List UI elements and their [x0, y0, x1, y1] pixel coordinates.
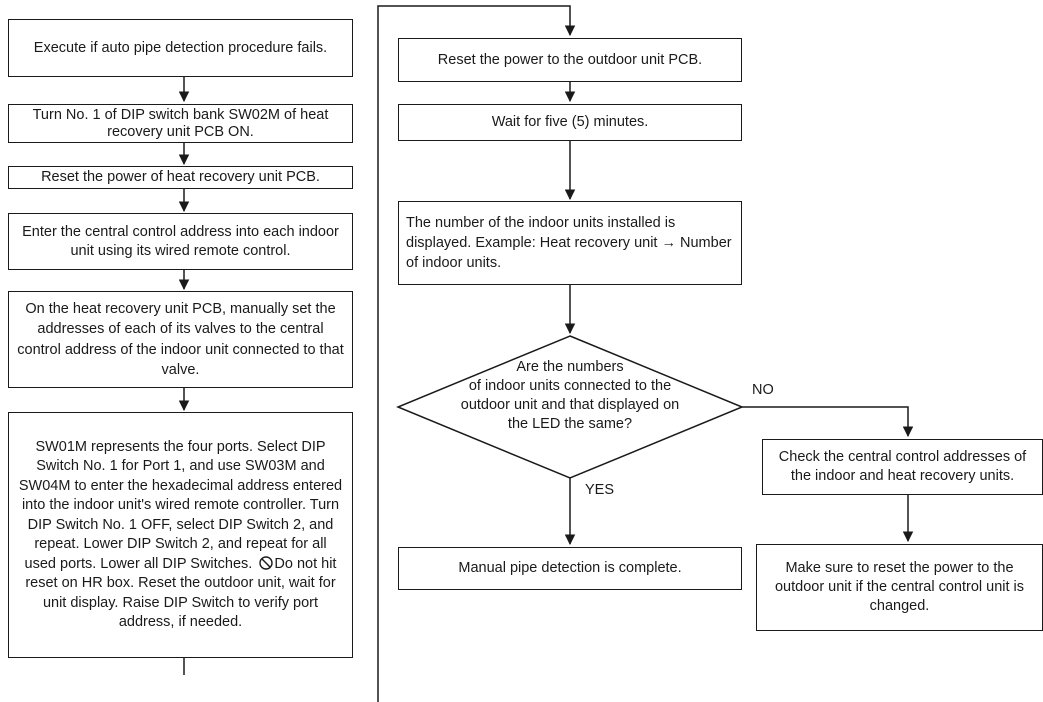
- step-number-displayed: The number of the indoor units installed…: [398, 201, 742, 285]
- step-execute-if-fails: Execute if auto pipe detection procedure…: [8, 19, 353, 77]
- port-procedure-text: SW01M represents the four ports. Select …: [18, 438, 343, 572]
- decision-question: Are the numbers of indoor units connecte…: [460, 359, 680, 432]
- step-port-address-procedure: SW01M represents the four ports. Select …: [8, 412, 353, 658]
- step-reset-outdoor-pcb: Reset the power to the outdoor unit PCB.: [398, 38, 742, 82]
- step-enter-central-address: Enter the central control address into e…: [8, 213, 353, 270]
- reset-outdoor-text: Reset the outdoor unit, wait for unit di…: [42, 575, 336, 630]
- step-check-addresses: Check the central control addresses of t…: [762, 439, 1043, 495]
- step-turn-dip-switch-on: Turn No. 1 of DIP switch bank SW02M of h…: [8, 104, 353, 143]
- step-reset-hr-pcb: Reset the power of heat recovery unit PC…: [8, 166, 353, 189]
- yes-label: YES: [585, 482, 615, 498]
- step-reset-if-changed: Make sure to reset the power to the outd…: [756, 544, 1043, 631]
- result-detection-complete: Manual pipe detection is complete.: [398, 547, 742, 590]
- no-label: NO: [752, 382, 774, 398]
- step-set-valve-addresses: On the heat recovery unit PCB, manually …: [8, 291, 353, 388]
- arrow-no: [742, 406, 914, 438]
- prohibition-icon: [259, 555, 274, 570]
- no-reset-warning: Do not hit reset on HR box.: [25, 555, 337, 592]
- column-connector: [377, 5, 576, 702]
- step-wait-five-minutes: Wait for five (5) minutes.: [398, 104, 742, 141]
